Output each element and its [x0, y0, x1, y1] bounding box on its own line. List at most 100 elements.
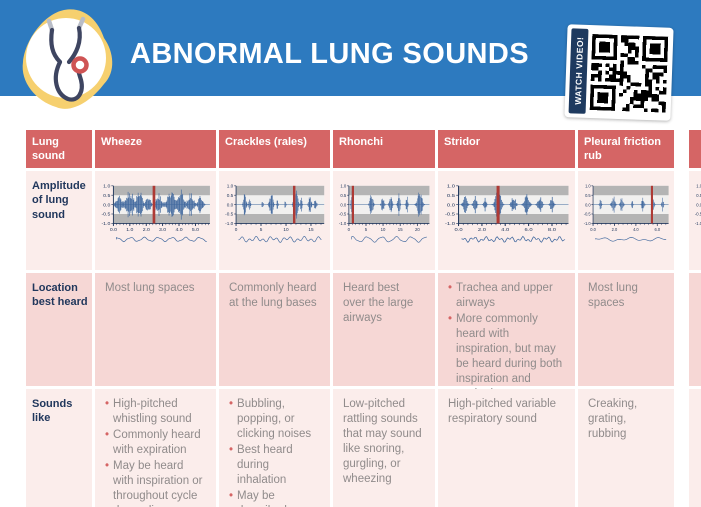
cell-text: Most lung spaces	[588, 282, 638, 309]
bullet-item: •May be described as moist, dry, fine,	[229, 489, 318, 507]
svg-text:-0.5: -0.5	[695, 211, 701, 216]
bullet-icon: •	[229, 443, 234, 456]
cell-text: Commonly heard at the lung bases	[229, 282, 317, 309]
svg-text:-0.5: -0.5	[225, 212, 233, 217]
row-label-amplitude: Amplitude of lung sound	[26, 171, 92, 270]
svg-text:4.0: 4.0	[633, 227, 639, 232]
svg-text:0.0: 0.0	[227, 202, 234, 207]
column-header-stridor: Stridor	[438, 130, 575, 168]
svg-text:4.0: 4.0	[501, 227, 509, 232]
bullet-icon: •	[105, 398, 110, 410]
svg-text:0.0: 0.0	[340, 202, 346, 207]
svg-text:-1.0: -1.0	[339, 221, 347, 226]
svg-text:0.5: 0.5	[585, 193, 591, 198]
bullet-item: •Bubbling, popping, or clicking noises	[229, 398, 312, 440]
svg-text:10: 10	[381, 227, 386, 232]
svg-text:0.0: 0.0	[447, 203, 455, 208]
svg-text:0.5: 0.5	[447, 193, 455, 198]
cell-text: Low-pitched rattling sounds that may sou…	[343, 398, 422, 485]
svg-text:6.0: 6.0	[525, 227, 533, 232]
bullet-item: •Trachea and upper airways	[448, 282, 553, 309]
svg-text:3.0: 3.0	[159, 227, 166, 233]
svg-text:-1.0: -1.0	[695, 221, 701, 226]
svg-text:1.0: 1.0	[227, 184, 234, 189]
svg-text:1.0: 1.0	[696, 183, 701, 188]
svg-text:1.0: 1.0	[103, 184, 110, 190]
svg-text:1.0: 1.0	[126, 227, 133, 233]
row-label-location: Location best heard	[26, 273, 92, 386]
cell-text: High-pitched variable respiratory sound	[448, 398, 557, 425]
cutoff-header	[689, 130, 701, 168]
svg-text:1.0: 1.0	[585, 183, 591, 188]
svg-text:0.0: 0.0	[103, 202, 110, 208]
column-header-pleural-friction-rub: Pleural friction rub	[578, 130, 674, 168]
svg-text:-0.5: -0.5	[445, 212, 455, 217]
svg-text:15: 15	[308, 227, 314, 232]
column-header-crackles-rales: Crackles (rales)	[219, 130, 330, 168]
column-header-rhonchi: Rhonchi	[333, 130, 435, 168]
cell-location-crackles-rales: Commonly heard at the lung bases	[219, 273, 330, 386]
svg-text:0.0: 0.0	[454, 227, 462, 232]
watch-video-label: WATCH VIDEO!	[572, 36, 585, 106]
bullet-icon: •	[448, 282, 453, 294]
cell-location-wheeze: Most lung spaces	[95, 273, 216, 386]
svg-text:0.0: 0.0	[585, 202, 591, 207]
bullet-icon: •	[448, 312, 453, 325]
svg-text:1.0: 1.0	[447, 184, 455, 189]
bullet-icon: •	[105, 459, 110, 472]
svg-text:2.0: 2.0	[612, 227, 618, 232]
cell-sounds-pleural-friction-rub: Creaking, grating, rubbing	[578, 389, 674, 507]
svg-text:-1.0: -1.0	[445, 222, 455, 227]
cell-sounds-rhonchi: Low-pitched rattling sounds that may sou…	[333, 389, 435, 507]
svg-text:0.5: 0.5	[103, 193, 110, 199]
bullet-icon: •	[229, 489, 234, 502]
svg-text:2.0: 2.0	[143, 227, 150, 233]
svg-text:-1.0: -1.0	[584, 221, 591, 226]
column-header-lung-sound: Lung sound	[26, 130, 92, 168]
cell-text: Heard best over the large airways	[343, 282, 414, 324]
svg-text:5: 5	[365, 227, 368, 232]
svg-text:0: 0	[235, 227, 238, 232]
svg-text:20: 20	[415, 227, 420, 232]
svg-text:5: 5	[260, 227, 263, 232]
svg-text:-0.5: -0.5	[101, 212, 110, 218]
watch-video-qr-card[interactable]: WATCH VIDEO!	[564, 24, 674, 121]
svg-text:2.0: 2.0	[478, 227, 486, 232]
svg-text:0: 0	[348, 227, 351, 232]
waveform-plot-cutoff: 1.0 0.5 0.0 -0.5 -1.0	[695, 183, 701, 226]
cell-sounds-stridor: High-pitched variable respiratory sound	[438, 389, 575, 507]
svg-text:0.0: 0.0	[110, 227, 117, 233]
svg-text:4.0: 4.0	[175, 227, 182, 233]
stethoscope-icon	[22, 9, 113, 109]
svg-text:-1.0: -1.0	[225, 221, 233, 226]
watch-video-banner: WATCH VIDEO!	[568, 28, 589, 114]
bullet-icon: •	[229, 398, 234, 410]
cell-location-pleural-friction-rub: Most lung spaces	[578, 273, 674, 386]
svg-text:0.5: 0.5	[696, 193, 701, 198]
bullet-item: •May be heard with inspiration or throug…	[105, 459, 204, 507]
svg-text:6.0: 6.0	[654, 227, 660, 232]
svg-text:-1.0: -1.0	[101, 221, 110, 227]
svg-text:0.0: 0.0	[696, 202, 701, 207]
stethoscope-logo	[14, 4, 124, 122]
svg-text:0.5: 0.5	[340, 193, 346, 198]
column-header-wheeze: Wheeze	[95, 130, 216, 168]
row-label-sounds-like: Sounds like	[26, 389, 92, 507]
svg-text:10: 10	[283, 227, 289, 232]
svg-text:8.0: 8.0	[548, 227, 556, 232]
cell-location-rhonchi: Heard best over the large airways	[333, 273, 435, 386]
bullet-icon: •	[105, 428, 110, 441]
svg-text:1.0: 1.0	[340, 183, 346, 188]
svg-text:5.0: 5.0	[192, 227, 199, 233]
